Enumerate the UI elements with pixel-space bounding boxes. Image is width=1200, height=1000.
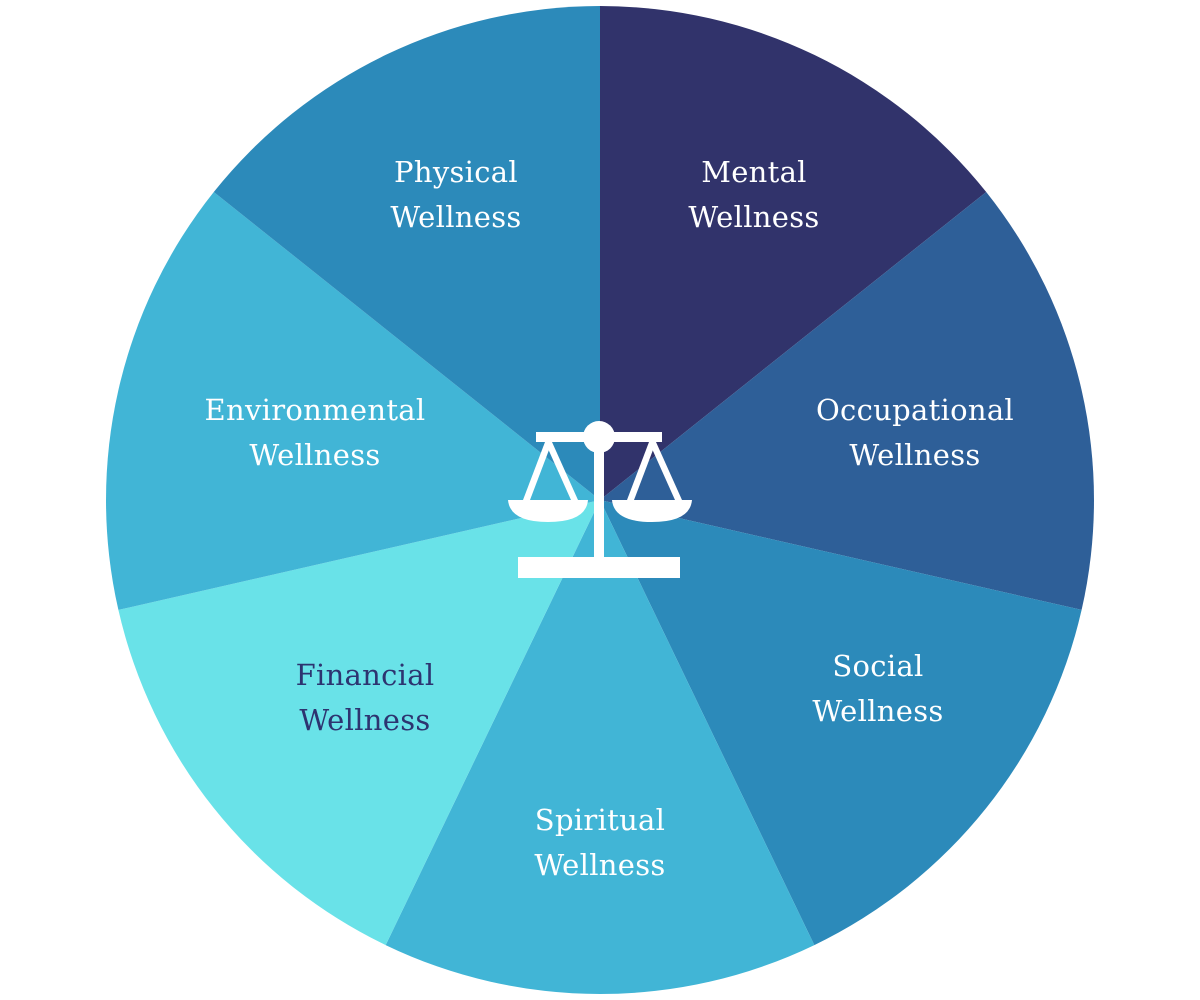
segment-social-wellness bbox=[600, 500, 1082, 946]
segment-spiritual-wellness bbox=[385, 500, 815, 995]
label-line-2: Wellness bbox=[812, 694, 944, 728]
segment-occupational-wellness bbox=[600, 192, 1094, 610]
label-line-1: Mental bbox=[701, 155, 807, 189]
label-line-1: Occupational bbox=[815, 393, 1015, 427]
label-line-2: Wellness bbox=[390, 200, 522, 234]
label-line-2: Wellness bbox=[688, 200, 820, 234]
segment-environmental-wellness bbox=[106, 192, 600, 610]
label-mental-wellness: Mental Wellness bbox=[688, 150, 819, 240]
label-occupational-wellness: Occupational Wellness bbox=[816, 388, 1014, 478]
segment-physical-wellness bbox=[213, 6, 600, 500]
label-physical-wellness: Physical Wellness bbox=[390, 150, 521, 240]
segment-financial-wellness bbox=[118, 500, 600, 946]
label-line-2: Wellness bbox=[534, 848, 666, 882]
label-line-1: Spiritual bbox=[534, 803, 666, 837]
balance-scale-icon bbox=[508, 421, 692, 578]
label-line-2: Wellness bbox=[249, 438, 381, 472]
label-line-1: Physical bbox=[394, 155, 518, 189]
label-line-2: Wellness bbox=[849, 438, 981, 472]
label-line-1: Environmental bbox=[204, 393, 426, 427]
segment-mental-wellness bbox=[600, 6, 987, 500]
label-line-1: Social bbox=[832, 649, 924, 683]
wheel-segments bbox=[106, 6, 1094, 995]
label-line-2: Wellness bbox=[299, 703, 431, 737]
label-environmental-wellness: Environmental Wellness bbox=[205, 388, 426, 478]
label-spiritual-wellness: Spiritual Wellness bbox=[534, 798, 665, 888]
label-social-wellness: Social Wellness bbox=[812, 644, 943, 734]
label-line-1: Financial bbox=[295, 658, 435, 692]
label-financial-wellness: Financial Wellness bbox=[296, 653, 435, 743]
